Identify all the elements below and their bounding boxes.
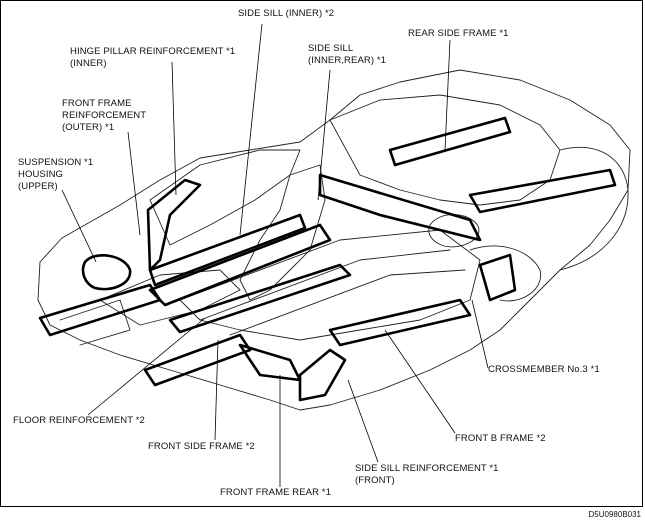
label-crossmember-3: CROSSMEMBER No.3 *1	[488, 364, 600, 375]
label-suspension-line2: HOUSING	[18, 169, 64, 180]
label-rear-side-frame: REAR SIDE FRAME *1	[408, 28, 509, 39]
suspension-housing-member	[81, 254, 132, 291]
label-side-sill-inner-rear-line2: (INNER,REAR) *1	[308, 55, 387, 66]
body-outline	[37, 69, 631, 411]
label-suspension-line3: (UPPER)	[18, 181, 58, 192]
diagram-frame	[0, 0, 643, 507]
label-front-frame-rear: FRONT FRAME REAR *1	[220, 487, 331, 498]
car-body-illustration	[37, 23, 631, 487]
leader-side-sill-inner	[239, 23, 263, 236]
label-front-b-frame: FRONT B FRAME *2	[455, 433, 546, 444]
leader-front-side-frame	[214, 339, 219, 441]
label-side-sill-inner-rear-line1: SIDE SILL	[308, 43, 354, 54]
leader-crossmember	[471, 299, 489, 369]
rear-side-frame-member-2	[468, 168, 617, 214]
label-front-frame-outer-line1: FRONT FRAME	[62, 98, 132, 109]
door-opening	[239, 164, 326, 301]
hinge-pillar-member	[146, 178, 202, 272]
front-side-frame-member	[38, 283, 162, 337]
label-side-sill-reinforcement-line1: SIDE SILL REINFORCEMENT *1	[355, 463, 499, 474]
label-suspension-line1: SUSPENSION *1	[18, 157, 94, 168]
label-floor-reinforcement: FLOOR REINFORCEMENT *2	[13, 415, 145, 426]
label-hinge-pillar-line1: HINGE PILLAR REINFORCEMENT *1	[70, 46, 236, 57]
rear-side-frame-member	[388, 116, 512, 167]
side-sill-reinforcement-front-member	[298, 348, 347, 402]
label-side-sill-inner: SIDE SILL (INNER) *2	[238, 8, 335, 19]
leader-floor-reinforcement	[87, 317, 206, 416]
leader-suspension	[61, 189, 97, 263]
label-front-frame-outer-line2: REINFORCEMENT	[62, 110, 147, 121]
center-tunnel-member	[168, 263, 352, 334]
label-front-frame-outer-line3: (OUTER) *1	[62, 122, 115, 133]
figure-code: D5U0980B031	[588, 510, 641, 519]
label-side-sill-reinforcement-line2: (FRONT)	[355, 475, 395, 486]
floor-reinforcement-member	[143, 333, 252, 387]
rear-fender	[559, 146, 629, 271]
leader-hinge-pillar	[171, 61, 177, 196]
leader-rear-side-frame	[444, 39, 451, 151]
label-front-side-frame: FRONT SIDE FRAME *2	[148, 441, 255, 452]
leader-front-frame-outer	[127, 131, 141, 236]
floor-panel	[179, 229, 481, 341]
windshield-opening	[149, 149, 301, 246]
side-sill-inner-rear-member	[318, 173, 482, 242]
leader-side-sill-inner-rear	[317, 69, 331, 201]
side-sill-inner-member	[148, 213, 307, 287]
crossmember-3-member	[478, 253, 517, 302]
leader-front-b-frame	[384, 329, 456, 434]
leader-side-sill-reinf	[347, 379, 379, 463]
front-b-frame-member	[328, 298, 472, 347]
label-hinge-pillar-line2: (INNER)	[70, 58, 107, 69]
